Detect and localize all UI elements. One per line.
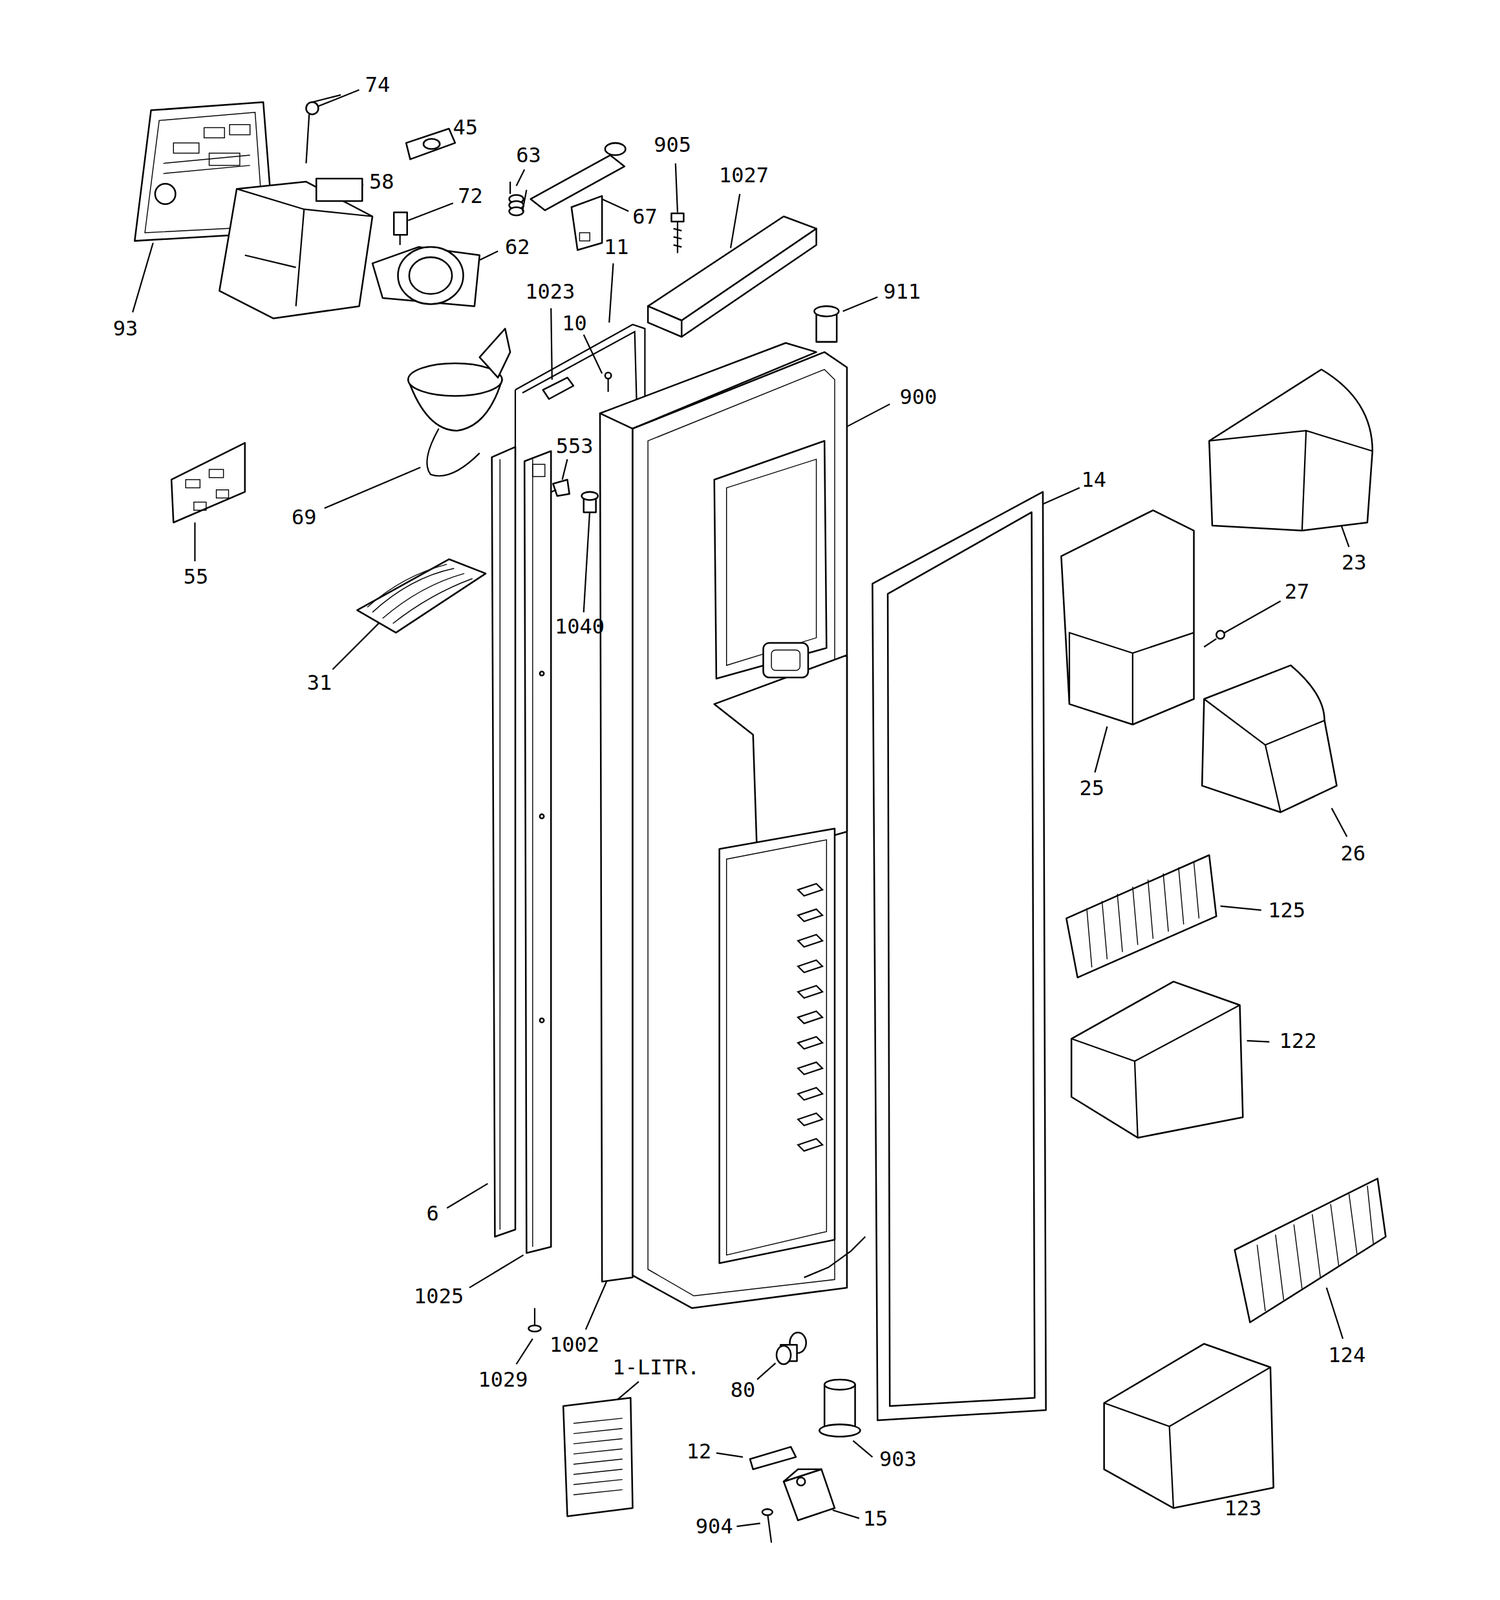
callout-number: 74: [365, 74, 391, 96]
callout-number: 63: [515, 144, 542, 166]
callout-number: 11: [603, 236, 630, 258]
leader-lines: [132, 89, 1349, 1527]
callout-number: 123: [1223, 1498, 1262, 1519]
callout-number: 1-LITR.: [612, 1357, 700, 1378]
callout-number: 10: [561, 312, 588, 334]
callout-number: 58: [369, 171, 395, 193]
callout-number: 26: [1340, 843, 1366, 864]
callout-number: 1040: [554, 616, 605, 637]
callout-number: 6: [426, 1203, 440, 1224]
callout-number: 900: [900, 386, 938, 408]
callout-number: 62: [504, 236, 531, 258]
callout-number: 55: [183, 566, 209, 588]
callout-number: 911: [883, 281, 921, 302]
callout-number: 1027: [718, 164, 769, 186]
callout-number: 27: [1284, 581, 1310, 602]
callout-number: 904: [695, 1516, 734, 1537]
callout-number: 905: [653, 134, 692, 156]
callout-number: 903: [879, 1448, 917, 1470]
callout-number: 1023: [525, 281, 575, 302]
callout-number: 23: [1341, 552, 1367, 573]
callout-number: 69: [291, 506, 317, 528]
callout-number: 1029: [478, 1369, 529, 1391]
callout-number: 125: [1267, 900, 1306, 921]
callout-number: 15: [863, 1508, 889, 1530]
callout-number: 124: [1328, 1344, 1366, 1366]
callout-number: 93: [113, 318, 139, 339]
callout-number: 25: [1079, 777, 1105, 799]
callout-number: 122: [1279, 1030, 1318, 1052]
callout-number: 1002: [549, 1334, 600, 1356]
callout-number: 12: [686, 1441, 712, 1462]
callout-number: 45: [452, 117, 478, 138]
callout-number: 72: [457, 185, 483, 207]
callout-number: 553: [556, 435, 594, 457]
callout-number: 31: [307, 672, 333, 694]
parts: [134, 95, 1386, 1544]
callout-number: 14: [1081, 469, 1107, 491]
callout-number: 80: [730, 1379, 756, 1401]
callout-number: 67: [632, 206, 658, 227]
callout-number: 1025: [413, 1285, 464, 1307]
